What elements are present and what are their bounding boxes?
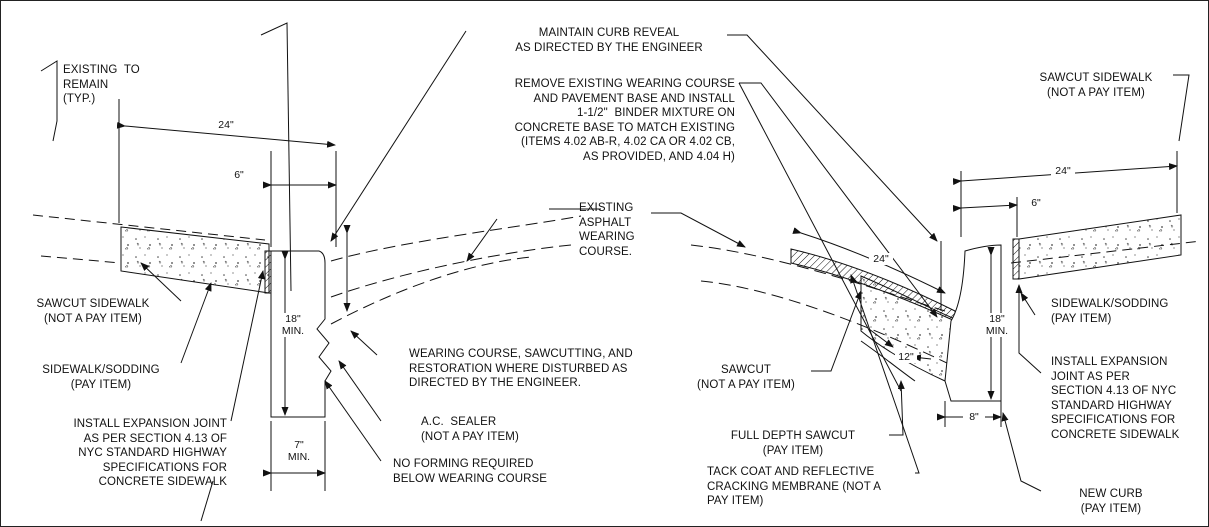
remove-existing-label: REMOVE EXISTING WEARING COURSE AND PAVEM… [514,78,735,163]
maintain-curb-reveal-label: MAINTAIN CURB REVEAL AS DIRECTED BY THE … [515,27,703,54]
right-section [690,151,1202,427]
dim-left-6: 6" [227,169,251,181]
dim-right-6: 6" [1025,197,1047,209]
dim-left-18: 18" MIN. [277,313,309,337]
left-leaders [40,22,601,522]
sawcut-sidewalk-left-label: SAWCUT SIDEWALK (NOT A PAY ITEM) [36,298,150,325]
wearing-course-sawcutting-label: WEARING COURSE, SAWCUTTING, AND RESTORAT… [409,348,633,389]
sidewalk-sodding-right-label: SIDEWALK/SODDING (PAY ITEM) [1051,298,1169,325]
install-expansion-joint-right-label: INSTALL EXPANSION JOINT AS PER SECTION 4… [1051,356,1180,441]
dim-left-24: 24" [214,119,238,131]
dim-left-7: 7" MIN. [283,439,315,463]
sawcut-label: SAWCUT (NOT A PAY ITEM) [697,364,795,391]
full-depth-sawcut-label: FULL DEPTH SAWCUT (PAY ITEM) [730,430,856,457]
install-expansion-joint-left-label: INSTALL EXPANSION JOINT AS PER SECTION 4… [73,418,227,488]
sidewalk-sodding-left-label: SIDEWALK/SODDING (PAY ITEM) [42,364,160,391]
dim-right-12: 12" [895,351,917,363]
dim-right-8: 8" [963,411,985,423]
existing-asphalt-label: EXISTING ASPHALT WEARING COURSE. [579,202,635,258]
dim-right-24-top: 24" [1051,165,1075,177]
existing-to-remain-label: EXISTING TO REMAIN (TYP.) [63,64,140,105]
dim-right-24-slope: 24" [869,253,893,265]
ac-sealer-label: A.C. SEALER (NOT A PAY ITEM) [421,416,519,443]
tack-coat-label: TACK COAT AND REFLECTIVE CRACKING MEMBRA… [707,466,882,507]
no-forming-label: NO FORMING REQUIRED BELOW WEARING COURSE [393,458,548,485]
right-leaders [651,34,1190,492]
new-curb-label: NEW CURB (PAY ITEM) [1079,488,1143,515]
dim-right-18: 18" MIN. [981,313,1013,337]
sawcut-sidewalk-right-label: SAWCUT SIDEWALK (NOT A PAY ITEM) [1039,72,1153,99]
